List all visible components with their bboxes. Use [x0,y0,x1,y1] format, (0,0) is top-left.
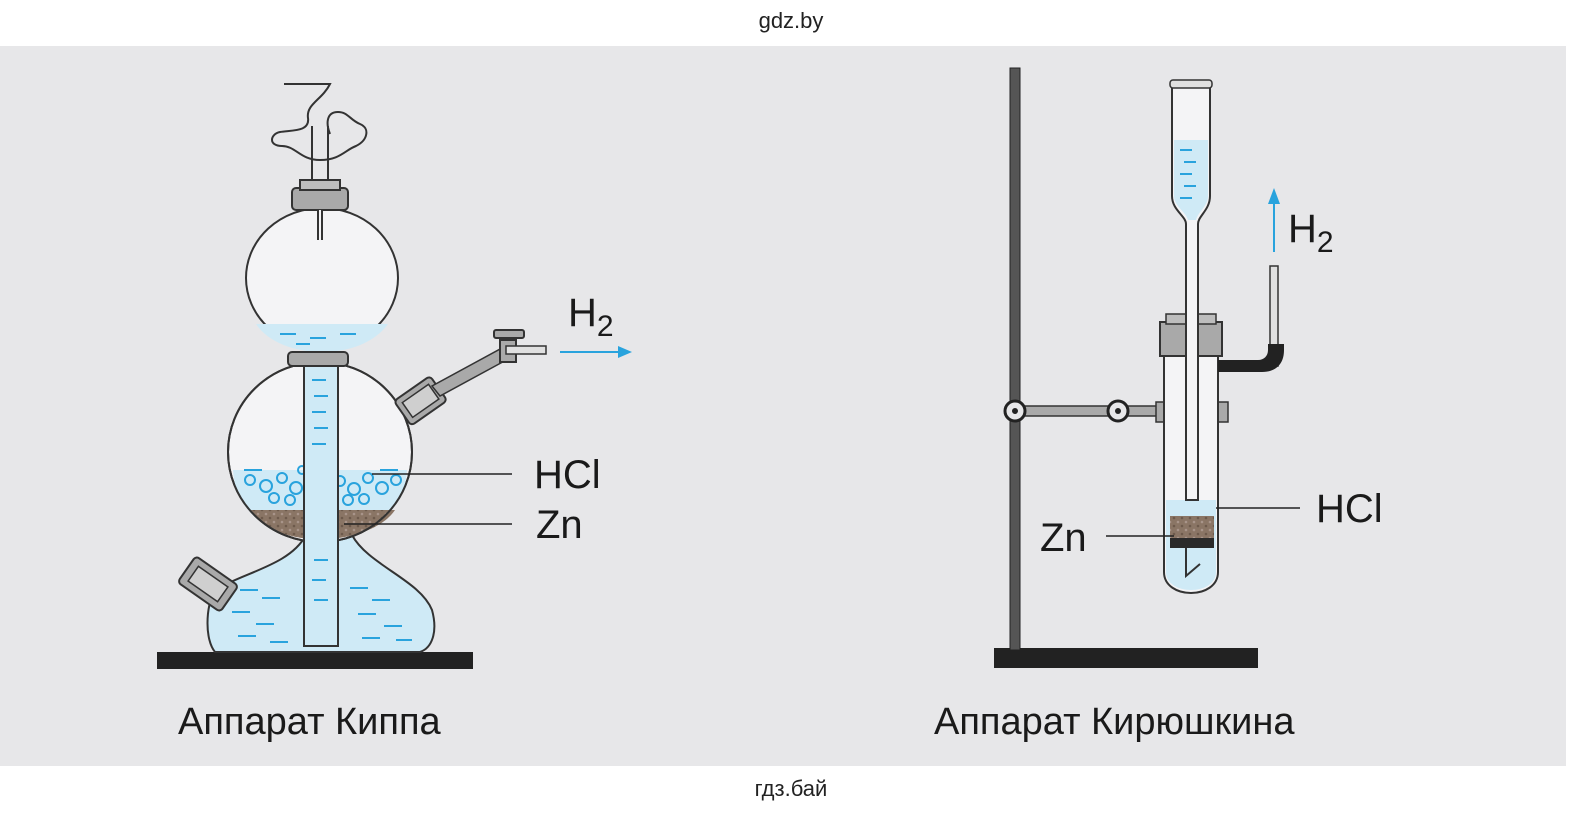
kiryushkin-apparatus: H2 HCl Zn Аппарат Кирюшкина [934,67,1383,743]
tube-zinc-support [1170,538,1214,548]
kipp-base-plate [157,652,473,669]
watermark-top: gdz.by [758,8,824,33]
kipp-reservoir-marks [232,587,412,643]
kipp-neck-stopper [287,351,349,367]
kipp-hcl-label: HCl [534,453,601,497]
clamp-arm [1014,405,1166,417]
kipp-lower-port [178,556,238,612]
kiryushkin-caption: Аппарат Кирюшкина [934,701,1295,743]
stand-base [994,648,1258,668]
kipp-apparatus: H2 HCl Zn Аппарат Киппа [157,83,632,743]
watermark-bottom: гдз.бай [754,776,828,801]
kiryushkin-zn-label: Zn [1040,516,1087,560]
kipp-side-outlet [394,329,547,426]
kipp-gas-label: H2 [568,291,614,343]
tube-zinc [1170,516,1214,538]
stand-rod [1009,67,1021,651]
kipp-long-tube [303,359,339,647]
kipp-zn-label: Zn [536,503,583,547]
kipp-top-stopper [291,187,349,211]
kiryushkin-gas-label: H2 [1288,207,1334,259]
clamp-knob-left [1003,399,1027,423]
kiryushkin-hcl-label: HCl [1316,487,1383,531]
kipp-safety-funnel [271,83,368,180]
clamp-knob-right [1106,399,1130,423]
rubber-connector [1218,344,1284,372]
kipp-caption: Аппарат Киппа [178,701,442,743]
